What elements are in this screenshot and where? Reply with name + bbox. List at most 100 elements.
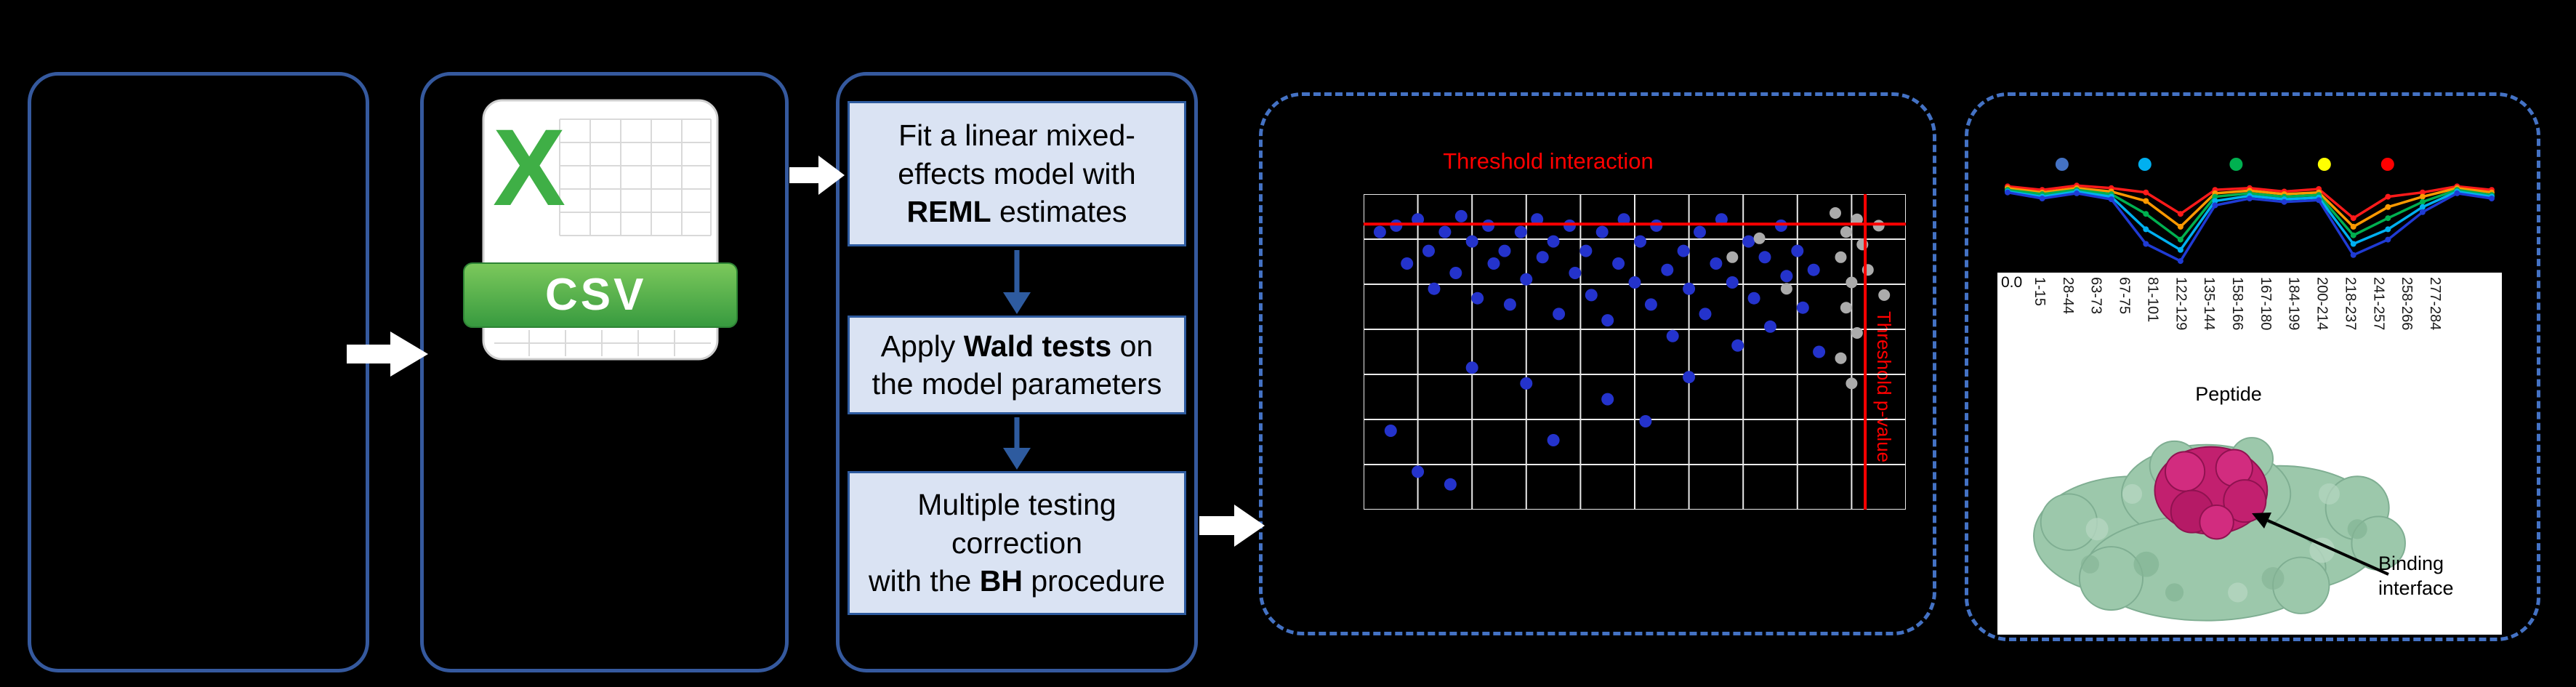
flow-step-text: the model parameters [872,367,1162,401]
scatter-point-gray [1726,251,1739,263]
uptake-marker [2385,215,2391,222]
uptake-marker [2385,193,2391,200]
uptake-marker [2143,226,2149,233]
scatter-point-blue [1699,308,1712,321]
uptake-marker [2177,223,2183,230]
scatter-point-blue [1780,270,1793,283]
uptake-marker [2350,223,2356,230]
uptake-marker [2316,197,2322,204]
scatter-point-blue [1710,257,1723,270]
uptake-marker [2177,258,2183,265]
scatter-point-blue [1465,361,1478,374]
flow-step-text: on [1111,329,1154,363]
scatter-point-blue [1601,314,1614,327]
scatter-point-blue [1373,225,1386,238]
scatter-point-blue [1428,282,1441,295]
uptake-marker [2489,196,2495,201]
scatter-point-gray [1840,226,1852,238]
scatter-point-gray [1872,220,1885,232]
flow-step-line: with the BH procedure [869,562,1165,600]
uptake-marker [2350,215,2356,222]
scatter-point-gray [1780,283,1792,295]
flow-step-line: Fit a linear mixed- [898,116,1135,154]
flow-step-text: Apply [880,329,964,363]
scatter-point-blue [1694,225,1706,238]
volcano-scatter-plot [1364,194,1906,510]
scatter-point-blue [1715,213,1728,226]
threshold-interaction-label: Threshold interaction [1443,148,1654,174]
csv-file-icon: X CSV [463,99,738,361]
flow-step-text: procedure [1022,564,1165,598]
scatter-point-gray [1846,276,1858,289]
scatter-point-blue [1813,345,1826,358]
scatter-point-blue [1666,329,1679,342]
scatter-point-blue [1650,219,1663,232]
uptake-marker [2143,241,2149,247]
uptake-marker [2177,236,2183,243]
uptake-marker [2143,211,2149,217]
flow-step-line: the model parameters [872,365,1162,403]
scatter-point-blue [1536,251,1549,264]
uptake-marker [2212,202,2218,209]
scatter-point-blue [1520,377,1533,390]
legend-dot [2229,158,2243,171]
peptide-tick-label: 28-44 [2059,277,2076,315]
threshold-lines [1364,194,1906,510]
scatter-point-blue [1585,289,1598,302]
scatter-point-blue [1503,298,1516,311]
scatter-point-blue [1531,213,1544,226]
scatter-point-blue [1482,219,1495,232]
legend-dot [2317,158,2331,171]
uptake-marker [2419,189,2426,196]
scatter-point-blue [1553,308,1566,321]
scatter-point-blue [1547,235,1560,248]
scatter-point-gray [1846,377,1858,390]
panel-input-data [28,72,369,672]
scatter-point-blue [1677,244,1690,257]
uptake-marker [2143,198,2149,204]
flow-step-bold-text: BH [979,564,1023,598]
uptake-marker [2177,211,2183,217]
uptake-marker [2177,246,2183,253]
flow-step-bold-text: Wald tests [963,329,1112,363]
scatter-point-gray [1835,352,1847,364]
protein-structure-image [2033,437,2406,622]
scatter-point-blue [1390,219,1403,232]
scatter-point-blue [1634,235,1646,248]
peptide-tick-label: 218-237 [2342,277,2359,331]
spreadsheet-grid [494,118,712,356]
scatter-point-blue [1617,213,1630,226]
scatter-point-blue [1412,213,1425,226]
uptake-series [2005,189,2495,265]
flow-step-line: Multiple testing [917,486,1116,523]
peptide-axis-title: Peptide [2195,383,2262,405]
uptake-marker [2350,232,2356,238]
significant-points [1373,209,1826,491]
scatter-point-blue [1807,263,1820,276]
uptake-marker [2419,198,2426,205]
excel-x-logo: X [493,106,565,228]
scatter-point-blue [1412,465,1425,478]
uptake-marker [2108,196,2114,203]
flow-step-text: Fit a linear mixed- [898,118,1135,153]
scatter-point-blue [1758,251,1771,264]
scatter-point-blue [1384,425,1397,437]
csv-ribbon [463,262,738,328]
flow-step-line: REML estimates [907,193,1127,230]
scatter-point-blue [1628,276,1641,289]
scatter-point-gray [1753,232,1766,244]
peptide-tick-label: 122-129 [2173,277,2189,331]
scatter-point-gray [1851,327,1863,339]
uptake-marker [2385,236,2391,243]
scatter-point-gray [1851,213,1863,225]
uptake-marker [2074,190,2080,196]
uptake-marker [2212,193,2218,200]
scatter-point-blue [1683,282,1696,295]
scatter-point-blue [1520,273,1533,286]
threshold-pvalue-label: Threshold p-value [1873,311,1895,463]
legend-dot [2055,158,2069,171]
scatter-point-blue [1726,276,1739,289]
binding-site-surface [2154,446,2269,540]
